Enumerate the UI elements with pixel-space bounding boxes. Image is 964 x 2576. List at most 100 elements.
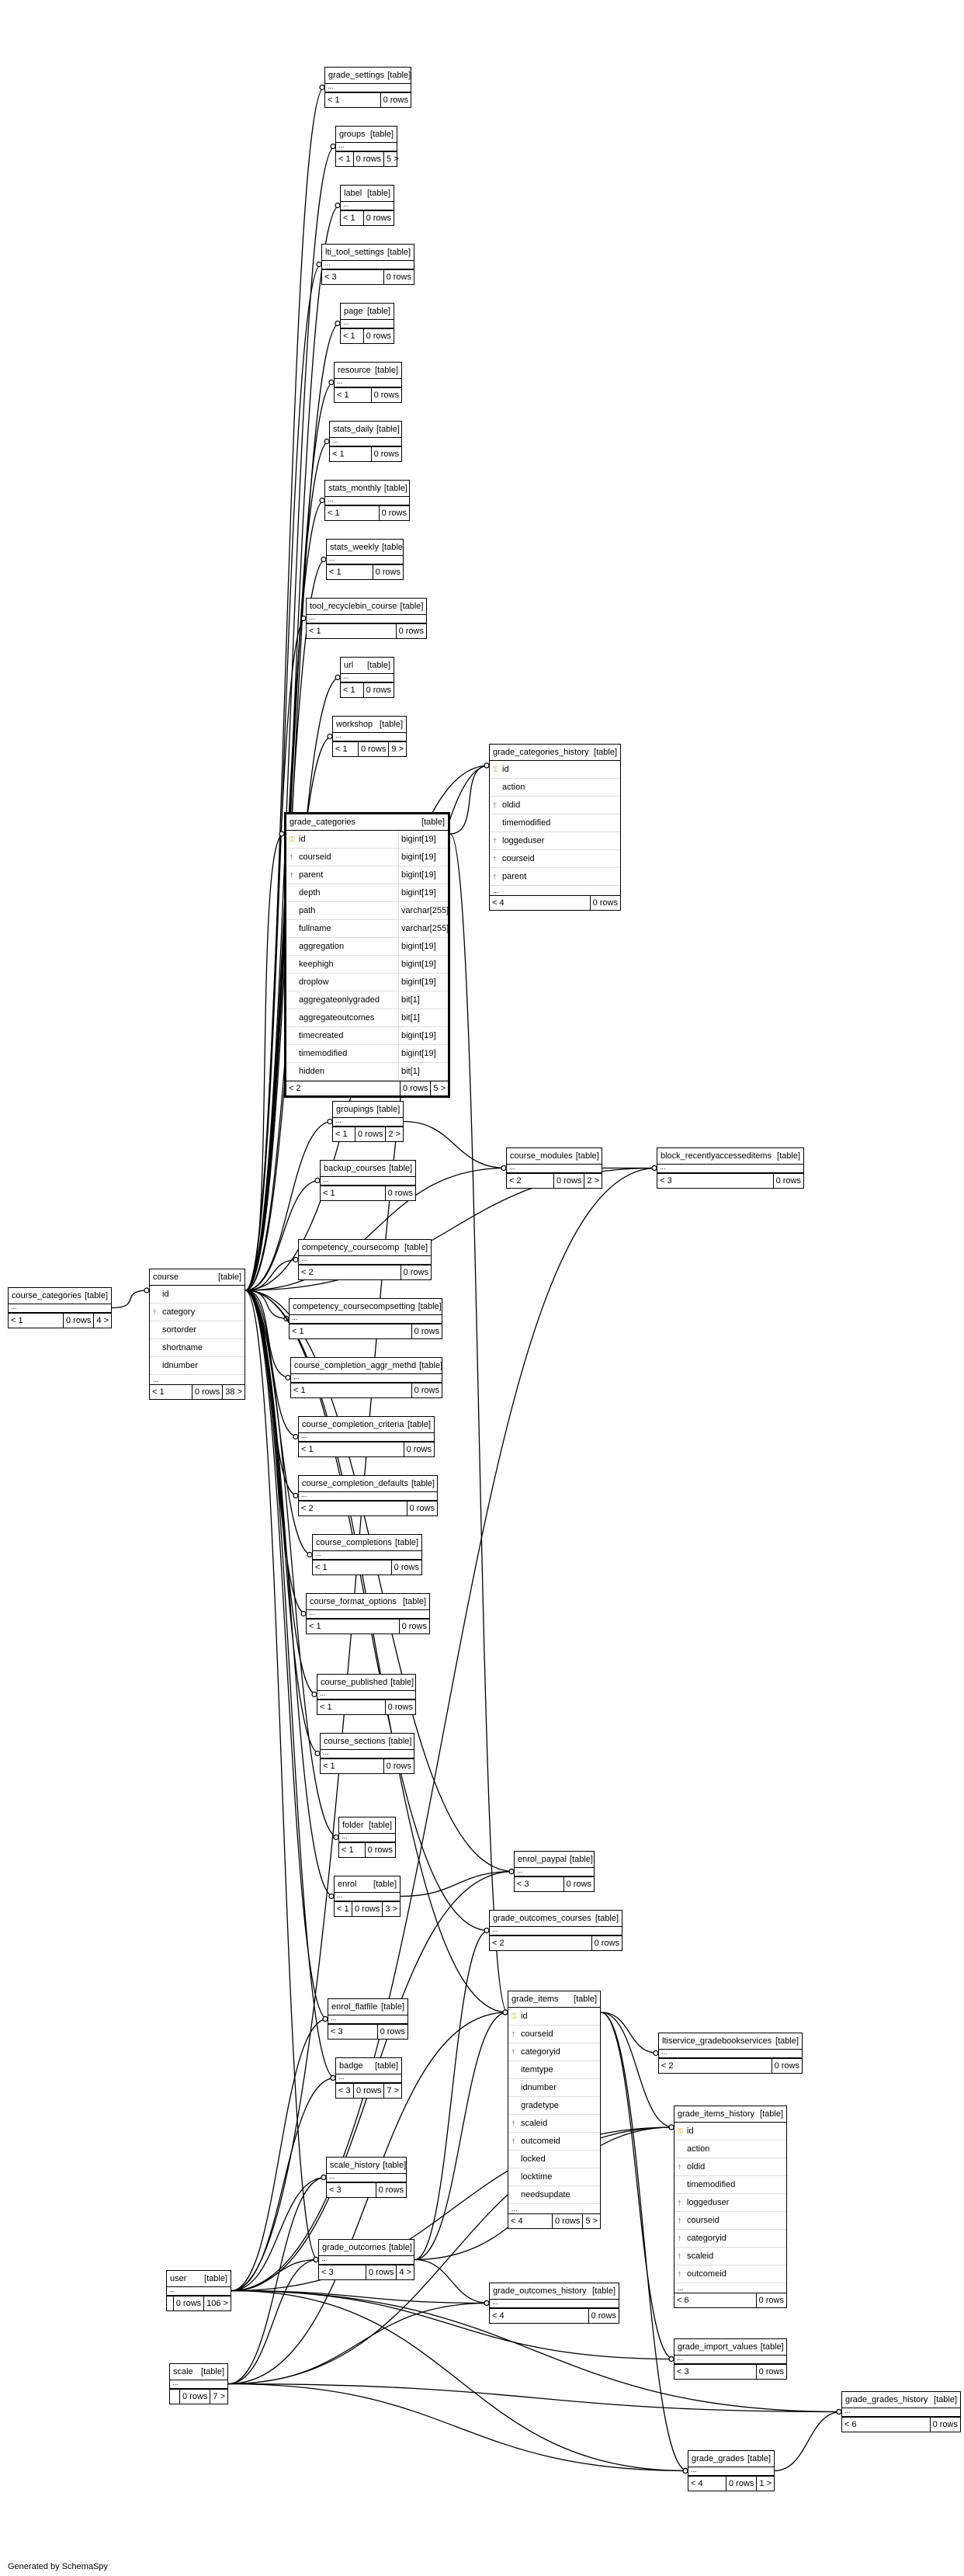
table-header[interactable]: grade_outcomes_history[table] — [490, 2283, 619, 2300]
parent-count[interactable]: 2 > — [587, 1176, 599, 1186]
parent-count[interactable]: 5 > — [585, 2217, 598, 2226]
table-course_completion_aggr_methd[interactable]: course_completion_aggr_methd[table]...< … — [290, 1357, 442, 1398]
child-count[interactable]: < 1 — [336, 152, 354, 166]
child-count[interactable]: < 1 — [333, 1127, 355, 1141]
table-header[interactable]: enrol[table] — [335, 1876, 400, 1893]
table-block_recentlyaccesseditems[interactable]: block_recentlyaccesseditems[table]...< 3… — [657, 1147, 804, 1189]
child-count[interactable]: < 1 — [339, 1843, 366, 1857]
child-count[interactable]: < 6 — [842, 2418, 931, 2432]
table-header[interactable]: stats_daily[table] — [330, 422, 401, 438]
child-count[interactable]: < 4 — [508, 2214, 553, 2228]
child-count[interactable]: < 2 — [286, 1081, 401, 1095]
table-header[interactable]: course_completion_defaults[table] — [299, 1476, 437, 1492]
parent-count[interactable]: 5 > — [433, 1084, 446, 1093]
table-header[interactable]: grade_items[table] — [508, 1991, 600, 2008]
child-count[interactable]: < 4 — [490, 896, 591, 910]
child-count[interactable]: < 1 — [307, 624, 397, 638]
table-header[interactable]: backup_courses[table] — [321, 1161, 415, 1177]
parent-count[interactable]: 4 > — [96, 1316, 109, 1325]
child-count[interactable]: < 2 — [299, 1265, 401, 1279]
table-header[interactable]: course_categories[table] — [9, 1288, 111, 1304]
parent-count[interactable]: 4 > — [399, 2268, 411, 2277]
table-header[interactable]: competency_coursecompsetting[table] — [290, 1299, 442, 1315]
parent-count[interactable]: 7 > — [387, 2086, 399, 2095]
child-count[interactable]: < 3 — [328, 2025, 378, 2039]
parent-count[interactable]: 5 > — [387, 154, 399, 164]
table-header[interactable]: grade_categories[table] — [286, 814, 448, 831]
parent-count[interactable]: 9 > — [391, 745, 404, 754]
child-count[interactable]: < 1 — [150, 1385, 192, 1399]
parent-count[interactable]: 38 > — [225, 1387, 242, 1397]
child-count[interactable]: < 1 — [335, 1902, 352, 1916]
child-count[interactable]: < 2 — [299, 1502, 407, 1515]
child-count[interactable]: < 3 — [322, 270, 384, 284]
table-header[interactable]: scale[table] — [170, 2364, 227, 2380]
parent-count[interactable]: 3 > — [385, 1904, 397, 1914]
table-header[interactable]: course_completions[table] — [313, 1535, 421, 1551]
child-count[interactable]: < 1 — [321, 1186, 386, 1200]
child-count[interactable]: < 1 — [291, 1383, 412, 1397]
child-count[interactable]: < 1 — [299, 1442, 404, 1456]
table-header[interactable]: course_format_options[table] — [307, 1594, 429, 1610]
child-count[interactable]: < 1 — [325, 93, 381, 107]
table-header[interactable]: grade_grades[table] — [688, 2451, 774, 2467]
table-grade_items[interactable]: grade_items[table]⚿id†courseid†categoryi… — [508, 1991, 601, 2229]
child-count[interactable]: < 2 — [490, 1936, 592, 1950]
table-header[interactable]: course_completion_aggr_methd[table] — [291, 1358, 442, 1374]
child-count[interactable]: < 3 — [657, 1174, 774, 1188]
table-header[interactable]: page[table] — [341, 304, 394, 320]
child-count[interactable]: < 1 — [325, 506, 380, 520]
child-count[interactable]: < 4 — [490, 2309, 589, 2323]
table-header[interactable]: tool_recyclebin_course[table] — [307, 599, 426, 615]
table-header[interactable]: grade_import_values[table] — [674, 2339, 786, 2356]
child-count[interactable]: < 1 — [330, 447, 372, 461]
child-count[interactable]: < 1 — [313, 1561, 392, 1574]
table-header[interactable]: ltiservice_gradebookservices[table] — [659, 2033, 802, 2050]
child-count[interactable]: < 1 — [341, 211, 364, 225]
parent-count[interactable]: 106 > — [206, 2299, 228, 2308]
child-count[interactable]: < 1 — [327, 565, 373, 579]
table-header[interactable]: folder[table] — [339, 1817, 395, 1834]
table-header[interactable]: label[table] — [341, 186, 394, 202]
child-count[interactable]: < 3 — [319, 2265, 366, 2279]
child-count[interactable]: < 3 — [336, 2084, 354, 2098]
table-header[interactable]: workshop[table] — [333, 717, 406, 733]
child-count[interactable]: < 4 — [688, 2477, 726, 2491]
parent-count[interactable]: 2 > — [388, 1130, 401, 1139]
table-header[interactable]: competency_coursecomp[table] — [299, 1240, 431, 1256]
table-header[interactable]: course_completion_criteria[table] — [299, 1417, 434, 1433]
table-header[interactable]: course_modules[table] — [507, 1148, 602, 1165]
table-header[interactable]: grade_outcomes[table] — [319, 2240, 414, 2256]
table-header[interactable]: resource[table] — [335, 363, 401, 379]
child-count[interactable]: < 2 — [659, 2059, 772, 2073]
